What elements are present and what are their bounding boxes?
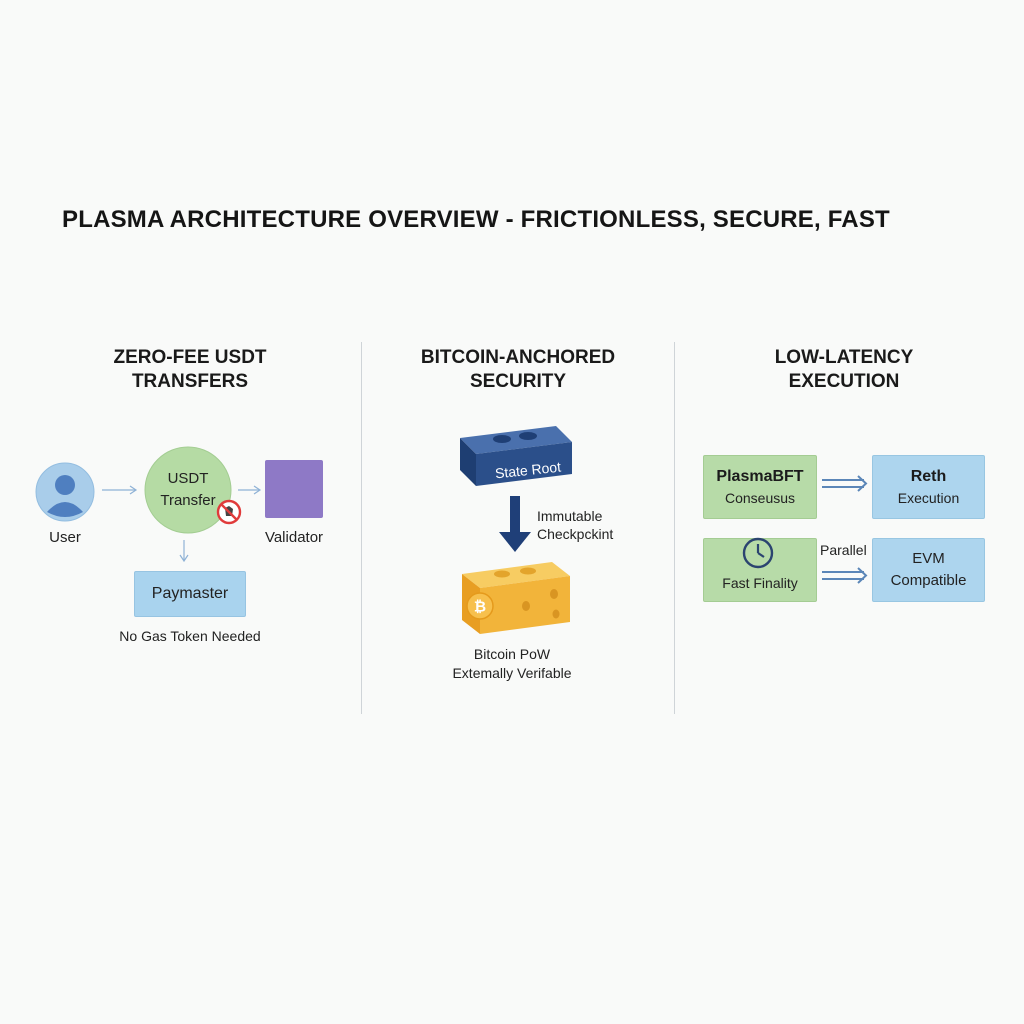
column-title-line: TRANSFERS bbox=[131, 371, 249, 392]
arrow-down-icon bbox=[499, 496, 531, 552]
arrow-right-icon bbox=[238, 485, 262, 495]
immutable-checkpoint-line: Immutable bbox=[537, 508, 603, 524]
evm-line: EVM bbox=[912, 550, 945, 567]
fast-finality-label: Fast Finality bbox=[722, 575, 798, 591]
column-title-bitcoin-anchored: BITCOIN-ANCHORED SECURITY bbox=[388, 346, 648, 394]
user-label: User bbox=[49, 529, 81, 546]
evm-line: Compatible bbox=[890, 572, 967, 589]
paymaster-label: Paymaster bbox=[151, 585, 229, 602]
column-title-zero-fee: ZERO-FEE USDT TRANSFERS bbox=[60, 346, 320, 394]
column-title-line: EXECUTION bbox=[788, 371, 900, 392]
bitcoin-pow-line: Bitcoin PoW bbox=[473, 646, 551, 662]
bitcoin-pow-label: Bitcoin PoW Extemally Verifable bbox=[432, 645, 592, 683]
usdt-transfer-line: USDT bbox=[167, 470, 209, 487]
bitcoin-icon: ₿ bbox=[466, 592, 494, 620]
evm-compatible-box: EVM Compatible bbox=[872, 538, 985, 602]
usdt-transfer-circle bbox=[144, 446, 232, 534]
column-title-line: ZERO-FEE USDT bbox=[113, 347, 267, 368]
no-fee-icon bbox=[216, 499, 242, 525]
column-title-line: SECURITY bbox=[469, 371, 567, 392]
fast-finality-box: Fast Finality bbox=[703, 538, 817, 602]
state-root-block bbox=[460, 426, 572, 486]
arrow-down-icon bbox=[179, 540, 189, 563]
double-arrow-icon bbox=[822, 567, 868, 584]
immutable-checkpoint-line: Checkpckint bbox=[537, 526, 614, 542]
usdt-transfer-label: USDT Transfer bbox=[144, 468, 232, 512]
double-arrow-icon bbox=[822, 475, 868, 492]
column-title-line: BITCOIN-ANCHORED bbox=[420, 347, 616, 368]
validator-square bbox=[265, 460, 323, 518]
plasmabft-box: PlasmaBFT Conseusus bbox=[703, 455, 817, 519]
plasmabft-title: PlasmaBFT bbox=[716, 468, 804, 485]
reth-title: Reth bbox=[910, 468, 947, 485]
page-title: PLASMA ARCHITECTURE OVERVIEW - FRICTIONL… bbox=[62, 206, 890, 233]
bitcoin-pow-line: Extemally Verifable bbox=[452, 665, 572, 681]
arrow-right-icon bbox=[102, 485, 138, 495]
plasmabft-subtitle: Conseusus bbox=[724, 490, 796, 506]
reth-box: Reth Execution bbox=[872, 455, 985, 519]
column-title-line: LOW-LATENCY bbox=[774, 347, 914, 368]
column-title-low-latency: LOW-LATENCY EXECUTION bbox=[714, 346, 974, 394]
clock-icon bbox=[742, 537, 774, 569]
immutable-checkpoint-label: Immutable Checkpckint bbox=[537, 507, 647, 543]
usdt-transfer-line: Transfer bbox=[160, 492, 216, 509]
parallel-label: Parallel bbox=[820, 542, 867, 558]
column-divider bbox=[361, 342, 362, 714]
paymaster-box: Paymaster bbox=[134, 571, 246, 617]
validator-label: Validator bbox=[264, 529, 324, 546]
svg-text:₿: ₿ bbox=[474, 598, 486, 616]
column-divider bbox=[674, 342, 675, 714]
user-icon bbox=[35, 462, 95, 522]
no-gas-note: No Gas Token Needed bbox=[119, 628, 261, 644]
reth-subtitle: Execution bbox=[897, 490, 960, 506]
